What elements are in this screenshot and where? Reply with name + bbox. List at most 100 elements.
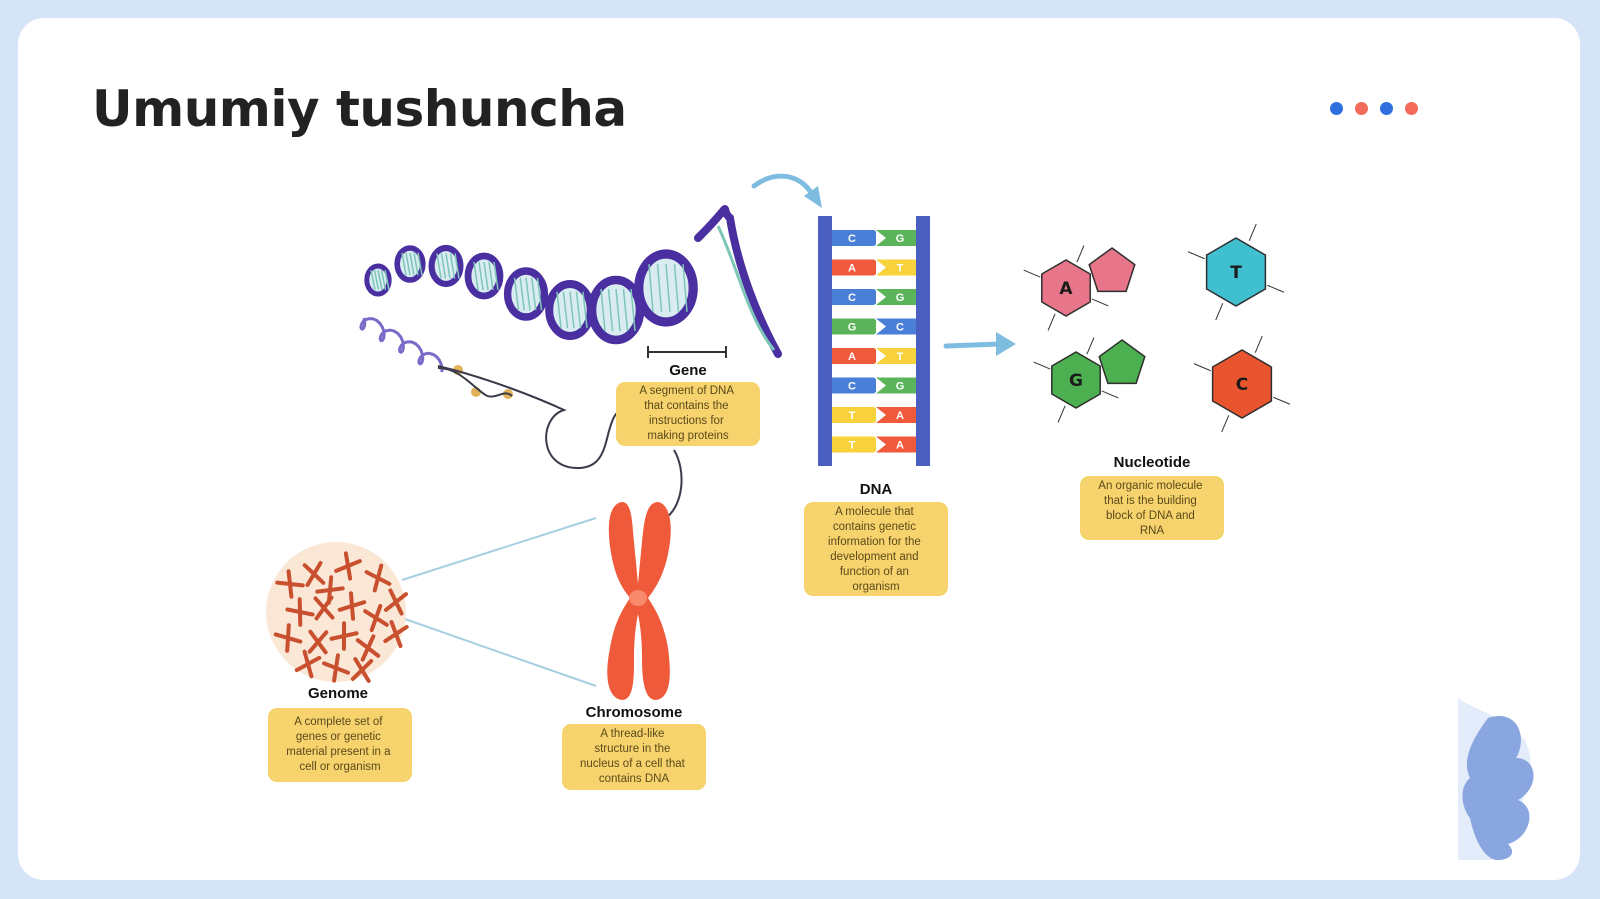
helix-rung	[417, 252, 423, 276]
base-left-letter: A	[848, 351, 856, 363]
base-right-letter: G	[896, 381, 905, 393]
helix-sweep	[694, 205, 782, 358]
chromosome-description: A thread-like structure in the nucleus o…	[580, 728, 688, 785]
chromosome-x-icon	[334, 551, 362, 581]
helix-rung	[536, 277, 543, 311]
chromosome-x-icon	[350, 657, 374, 683]
nucleotide-G-molecule: G	[1033, 337, 1146, 423]
helix-rung	[648, 264, 654, 312]
helix-rung	[445, 253, 451, 279]
nucleotide-description: An organic molecule that is the building…	[1098, 480, 1205, 537]
helix-rung	[380, 270, 387, 290]
dna-description: A molecule that contains genetic informa…	[828, 506, 924, 593]
base-right-letter: A	[896, 440, 904, 452]
ring-pentagon	[1088, 247, 1136, 293]
dot-icon	[1380, 102, 1393, 115]
base-right	[876, 230, 916, 246]
chromosome-x-icon	[302, 560, 326, 588]
helix-rung	[409, 252, 415, 276]
helix-rung	[370, 270, 376, 290]
helix-rung	[582, 291, 588, 329]
helix-rung	[569, 291, 575, 329]
base-left-letter: C	[848, 292, 856, 304]
helix-rung	[413, 252, 419, 276]
helix-sweep-inner	[716, 225, 776, 351]
ladder-rail-left	[818, 216, 832, 466]
nucleotide-T-molecule: T	[1187, 223, 1285, 321]
helix-rung	[488, 261, 494, 291]
chromosome-title: Chromosome	[586, 704, 683, 721]
helix-rung	[473, 261, 479, 291]
base-left	[832, 259, 874, 276]
label-gene: Gene A segment of DNA that contains the …	[616, 346, 760, 446]
base-right-letter: T	[897, 263, 904, 275]
helix-rung	[673, 264, 680, 312]
base-right	[876, 259, 916, 276]
ladder-rail-right	[916, 216, 930, 466]
helix-rung	[384, 270, 390, 290]
nucleotide-description-box	[1080, 476, 1224, 540]
nucleotide-letter: A	[1059, 279, 1073, 299]
helix-rung	[531, 277, 537, 311]
helix-rung	[513, 277, 520, 311]
label-dna: DNA A molecule that contains genetic inf…	[804, 481, 948, 596]
helix-rung	[377, 270, 383, 290]
helix-rung	[575, 291, 582, 329]
base-left-letter: G	[848, 322, 857, 334]
chromosome-x-icon	[322, 653, 350, 683]
helix-rung	[454, 253, 460, 279]
base-right-letter: G	[896, 233, 905, 245]
nucleotide-title: Nucleotide	[1114, 454, 1191, 471]
helix-rung	[449, 253, 456, 279]
genome-description: A complete set of genes or genetic mater…	[286, 716, 393, 773]
label-genome: Genome A complete set of genes or geneti…	[268, 685, 412, 782]
helix-rung	[519, 277, 525, 311]
helix-rung	[665, 264, 671, 312]
helix-rung	[478, 261, 484, 291]
helix-rung	[600, 288, 606, 332]
dot-icon	[1405, 102, 1418, 115]
base-left	[832, 348, 874, 364]
dna-helix-illustration	[359, 205, 782, 399]
chromosome-x-icon	[363, 603, 389, 633]
dot-icon	[1330, 102, 1343, 115]
base-left-letter: T	[849, 410, 856, 422]
chromosome-x-icon	[355, 634, 381, 662]
base-left-letter: C	[848, 233, 856, 245]
nucleotide-bases: A T G C	[1023, 223, 1291, 433]
chromosome-x-icon	[273, 623, 303, 653]
base-left	[832, 436, 874, 453]
helix-rung	[373, 270, 380, 290]
nucleotide-letter: T	[1230, 263, 1242, 283]
base-left	[832, 289, 874, 305]
chromosome-x-icon	[383, 620, 409, 648]
base-right	[876, 407, 916, 423]
helix-rung	[493, 261, 499, 291]
base-right-letter: G	[896, 292, 905, 304]
chromosome-x-icon	[383, 588, 409, 616]
chromosome-illustration	[607, 502, 671, 700]
gene-title: Gene	[669, 362, 707, 379]
dna-title: DNA	[860, 481, 893, 498]
base-left	[832, 230, 874, 246]
connector-lines	[401, 365, 683, 687]
genome-cell-illustration	[266, 542, 409, 683]
base-left	[832, 407, 874, 423]
helix-rung	[682, 264, 688, 312]
helix-rung	[622, 288, 629, 332]
chromosome-x-icon	[285, 597, 315, 627]
ring-hexagon	[1051, 351, 1101, 409]
ring-hexagon	[1205, 237, 1267, 307]
helix-thread	[437, 367, 513, 398]
helix-rung	[615, 288, 621, 332]
nucleotide-letter: C	[1236, 375, 1248, 395]
label-chromosome: Chromosome A thread-like structure in th…	[562, 704, 706, 790]
base-right	[876, 318, 916, 335]
helix-rung	[525, 277, 531, 311]
